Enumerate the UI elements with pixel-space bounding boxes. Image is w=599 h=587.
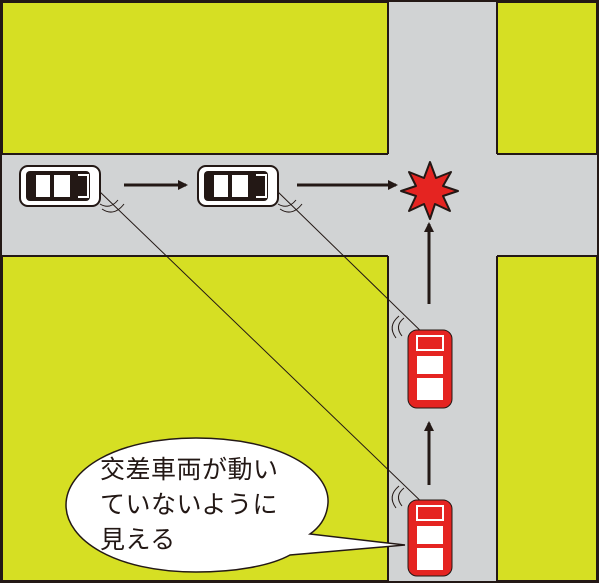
speech-line-1: 交差車両が動い [100,455,279,484]
speech-line-2: ていないように [100,490,279,519]
black-car-icon [197,165,279,207]
sight-line-near [275,189,431,341]
sound-wave-icon [391,485,405,509]
red-car-icon [407,499,453,577]
sound-wave-icon [277,199,303,213]
sight-lines [97,189,431,511]
movement-arrows [124,180,434,485]
crash-burst-icon [400,161,459,220]
block-top-right [496,1,598,155]
block-top-left [1,1,389,155]
red-car-icon [407,329,453,409]
vertical-road [388,2,497,581]
speech-bubble-text: 交差車両が動い ていないように 見える [100,452,320,557]
speech-line-3: 見える [100,525,176,554]
block-bottom-right [496,255,598,582]
sound-wave-icon [99,199,125,213]
black-car-icon [19,165,101,207]
speech-bubble [65,437,406,573]
sight-line-far [97,189,431,511]
sound-wave-icon [391,315,405,339]
